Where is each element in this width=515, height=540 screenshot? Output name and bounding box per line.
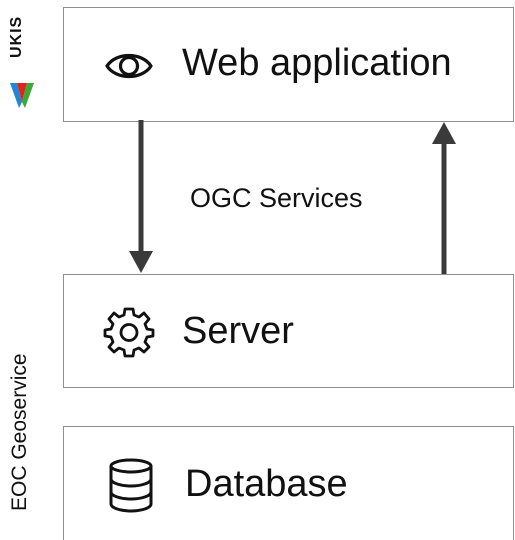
- eoc-geoservice-label: EOC Geoservice: [8, 353, 31, 511]
- web-application-label: Web application: [182, 42, 452, 84]
- ogc-services-label: OGC Services: [190, 183, 363, 213]
- server-box: Server: [63, 274, 514, 388]
- eye-icon: [104, 43, 154, 89]
- ukis-logo-icon: [10, 83, 34, 108]
- database-box: Database: [63, 426, 514, 540]
- server-label: Server: [182, 310, 294, 352]
- gear-icon: [101, 304, 157, 360]
- down-arrow-icon: [129, 120, 153, 273]
- up-arrow-icon: [432, 122, 456, 274]
- database-icon: [106, 457, 156, 513]
- database-label: Database: [185, 463, 348, 505]
- web-application-box: Web application: [63, 7, 514, 122]
- ukis-label: UKIS: [8, 15, 25, 58]
